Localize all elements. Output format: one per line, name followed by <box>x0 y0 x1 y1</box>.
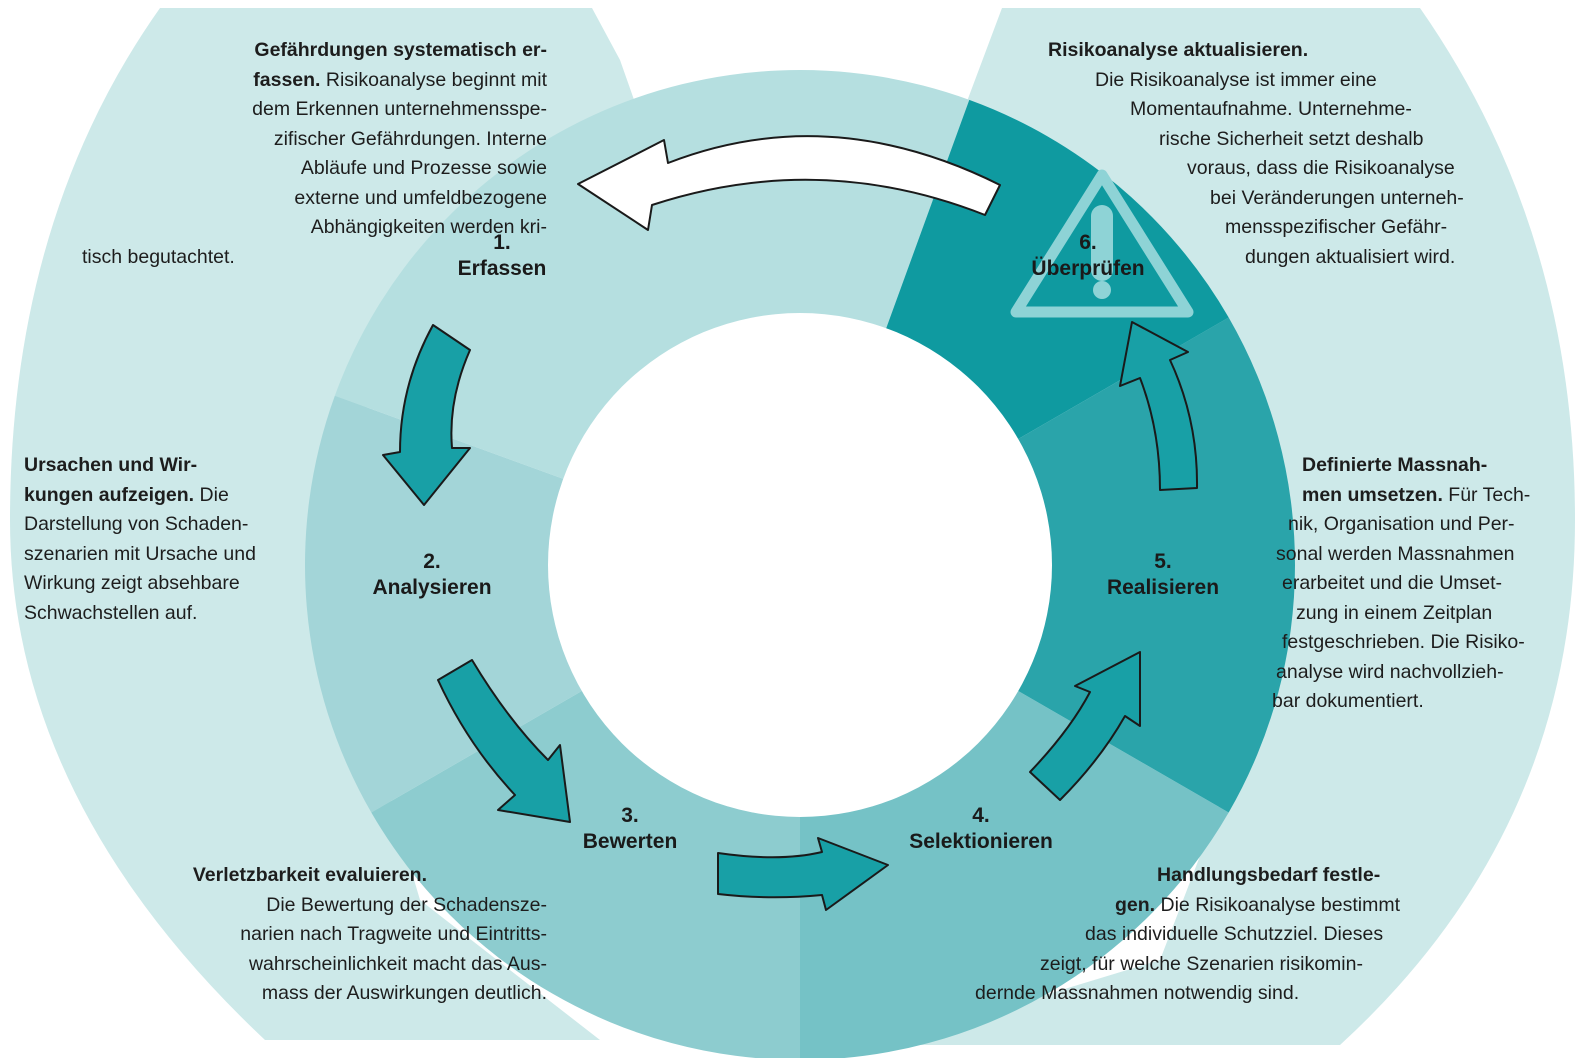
description-realisieren-text: analyse wird nachvollzieh- <box>1276 660 1504 683</box>
step-2-label: 2. Analysieren <box>312 549 552 601</box>
description-realisieren-heading: Definierte Massnah- <box>1302 454 1488 476</box>
description-realisieren-heading: men umsetzen. <box>1302 483 1443 506</box>
description-selektionieren: Handlungsbedarf festle- gen. Die Risikoa… <box>975 861 1475 1009</box>
description-realisieren-text: sonal werden Massnahmen <box>1276 542 1515 565</box>
description-ueberpruefen-text: Die Risikoanalyse ist immer eine <box>1095 68 1377 91</box>
description-erfassen-text: externe und umfeldbezogene <box>294 186 547 209</box>
description-analysieren-text: Wirkung zeigt absehbare <box>24 572 240 594</box>
description-selektionieren-text: dernde Massnahmen notwendig sind. <box>975 982 1300 1004</box>
description-selektionieren-text: das individuelle Schutzziel. Dieses <box>1085 923 1384 945</box>
description-erfassen-text: tisch begutachtet. <box>82 246 235 268</box>
description-analysieren-text: szenarien mit Ursache und <box>24 542 256 565</box>
description-selektionieren-heading: Handlungsbedarf festle- <box>1157 864 1381 886</box>
description-ueberpruefen-text: bei Veränderungen unterneh- <box>1210 186 1464 209</box>
step-3-number: 3. <box>621 804 639 827</box>
description-selektionieren-heading: gen. <box>1115 893 1156 916</box>
step-5-number: 5. <box>1154 550 1172 573</box>
description-analysieren-heading: Ursachen und Wir- <box>24 454 198 476</box>
description-erfassen-text: Abläufe und Prozesse sowie <box>300 157 547 179</box>
description-bewerten-text: Die Bewertung der Schadensze- <box>266 893 547 916</box>
step-6-number: 6. <box>1079 231 1097 254</box>
segment-bewerten <box>371 690 800 1058</box>
description-ueberpruefen-text: mensspezifischer Gefähr- <box>1225 216 1448 238</box>
step-3-name: Bewerten <box>582 830 678 853</box>
step-2-number: 2. <box>423 550 441 573</box>
description-realisieren-text: nik, Organisation und Per- <box>1288 513 1515 535</box>
step-4-name: Selektionieren <box>909 830 1053 853</box>
description-erfassen-heading: fassen. <box>253 68 321 91</box>
description-ueberpruefen-text: dungen aktualisiert wird. <box>1245 245 1456 268</box>
description-ueberpruefen-text: Momentaufnahme. Unternehme- <box>1130 98 1412 120</box>
description-erfassen-text: zifischer Gefährdungen. Interne <box>273 127 547 150</box>
arrow-analysieren-to-bewerten <box>437 659 571 823</box>
description-realisieren-text: Für Tech- <box>1448 483 1531 506</box>
description-ueberpruefen: Risikoanalyse aktualisieren. Die Risikoa… <box>1045 36 1505 272</box>
segment-selektionieren <box>800 690 1229 1058</box>
description-erfassen-text: Abhängigkeiten werden kri- <box>310 216 547 238</box>
description-realisieren-text: festgeschrieben. Die Risiko- <box>1282 631 1525 653</box>
description-erfassen-text: Risikoanalyse beginnt mit <box>325 68 547 91</box>
center-hole <box>548 313 1052 817</box>
arrow-erfassen-to-analysieren <box>382 324 471 506</box>
arrow-realisieren-to-ueberpruefen <box>1119 321 1199 491</box>
step-2-name: Analysieren <box>372 576 492 599</box>
warning-triangle-icon <box>1010 169 1194 318</box>
description-realisieren-text: erarbeitet und die Umset- <box>1282 572 1503 594</box>
step-5-label: 5. Realisieren <box>1043 549 1283 601</box>
description-analysieren: Ursachen und Wir- kungen aufzeigen. Die … <box>24 451 294 628</box>
description-erfassen-heading: Gefährdungen systematisch er- <box>254 39 547 61</box>
description-realisieren-text: bar dokumentiert. <box>1272 690 1424 712</box>
step-3-label: 3. Bewerten <box>510 803 750 855</box>
description-analysieren-text: Darstellung von Schaden- <box>24 513 249 535</box>
description-bewerten-text: narien nach Tragweite und Eintritts- <box>240 923 547 945</box>
description-selektionieren-text: zeigt, für welche Szenarien risikomin- <box>1040 952 1363 975</box>
description-analysieren-heading: kungen aufzeigen. <box>24 483 195 506</box>
description-erfassen-text: dem Erkennen unternehmensspe- <box>252 98 547 120</box>
description-erfassen: Gefährdungen systematisch er- fassen. Ri… <box>27 36 547 243</box>
arrow-bewerten-to-selektionieren <box>717 837 889 911</box>
step-6-label: 6. Überprüfen <box>968 230 1208 282</box>
description-ueberpruefen-text: rische Sicherheit setzt deshalb <box>1159 127 1424 150</box>
description-bewerten-heading: Verletzbarkeit evaluieren. <box>192 864 427 886</box>
description-analysieren-text: Schwachstellen auf. <box>24 601 198 624</box>
description-erfassen-last: tisch begutachtet. <box>82 243 235 273</box>
description-bewerten: Verletzbarkeit evaluieren. Die Bewertung… <box>87 861 547 1009</box>
step-1-number: 1. <box>493 231 511 254</box>
description-realisieren-text: zung in einem Zeitplan <box>1296 601 1493 624</box>
step-6-name: Überprüfen <box>1031 257 1145 280</box>
description-analysieren-text: Die <box>199 483 229 506</box>
step-1-name: Erfassen <box>457 257 547 280</box>
description-ueberpruefen-heading: Risikoanalyse aktualisieren. <box>1048 39 1309 61</box>
description-ueberpruefen-text: voraus, dass die Risikoanalyse <box>1187 157 1455 179</box>
description-selektionieren-text: Die Risikoanalyse bestimmt <box>1160 893 1401 916</box>
description-bewerten-text: mass der Auswirkungen deutlich. <box>261 982 547 1004</box>
description-bewerten-text: wahrscheinlichkeit macht das Aus- <box>248 952 547 975</box>
step-5-name: Realisieren <box>1106 576 1220 599</box>
step-4-label: 4. Selektionieren <box>861 803 1101 855</box>
arrow-selektionieren-to-realisieren <box>1029 651 1141 801</box>
step-4-number: 4. <box>972 804 990 827</box>
segment-analysieren <box>305 395 584 813</box>
description-realisieren: Definierte Massnah- men umsetzen. Für Te… <box>1268 451 1564 717</box>
arrow-ueberpruefen-to-erfassen <box>577 135 1001 231</box>
cycle-arrows <box>382 135 1199 911</box>
step-1-label: 1. Erfassen <box>382 230 622 282</box>
